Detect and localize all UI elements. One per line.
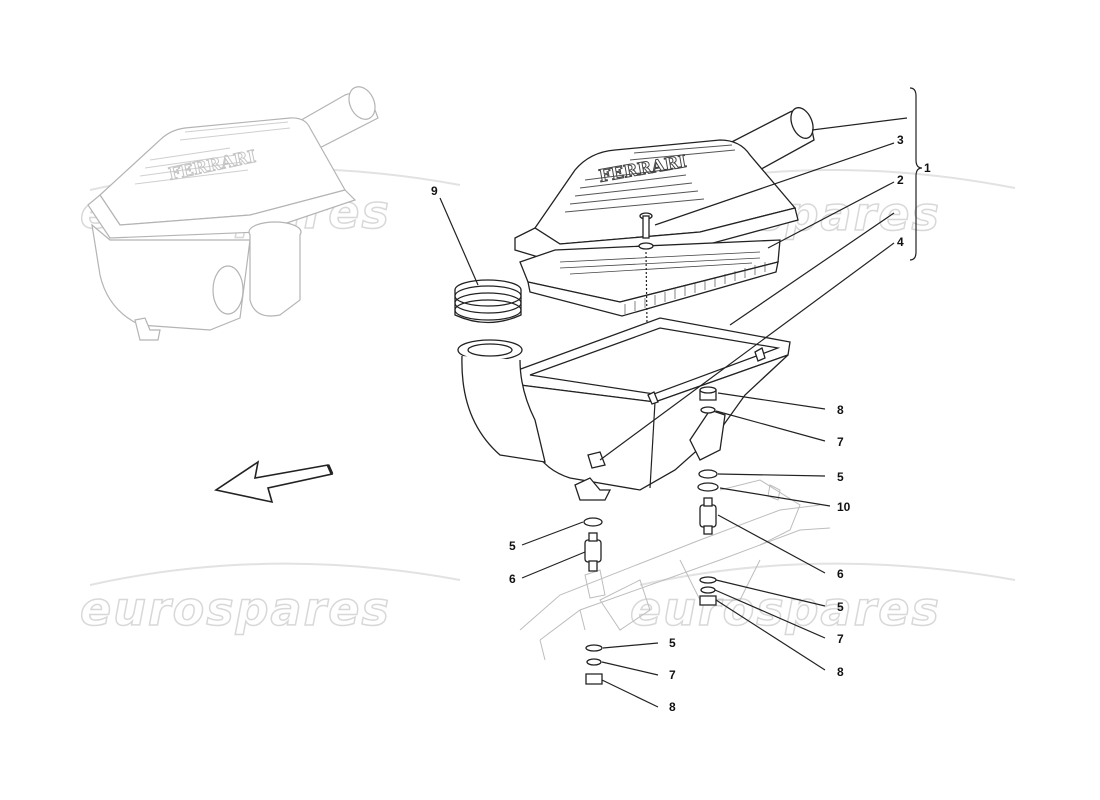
watermark-bottom-left: eurospares [79,562,461,637]
callout-7-lower: 7 [669,668,676,682]
callout-8-right: 8 [837,665,844,679]
air-filter-element [519,239,781,317]
callout-3: 3 [897,133,904,147]
callout-5-lower: 5 [669,636,676,650]
callout-8-upper: 8 [837,403,844,417]
callout-10: 10 [837,500,851,514]
airbox-lid: FERRARI [514,107,815,263]
airbox-housing [457,317,791,501]
front-direction-arrow [213,460,334,504]
callout-7-upper: 7 [837,435,844,449]
watermark-text: eurospares [80,582,391,636]
callout-6-right: 6 [837,567,844,581]
callout-9: 9 [431,184,438,198]
callout-1: 1 [924,161,931,175]
callout-labels: 1 2 3 4 9 8 7 5 10 6 5 7 8 5 6 5 7 8 [431,133,931,714]
chassis-frame [519,479,831,661]
callout-6-left: 6 [509,572,516,586]
leader-lines [439,117,908,708]
callout-4: 4 [897,235,904,249]
watermark-bottom-right: eurospares [629,562,1016,637]
watermark-text: eurospares [630,582,941,636]
assembled-airbox-ghost-view: FERRARI [87,86,379,341]
callout-5-right: 5 [837,600,844,614]
mount-hardware-left [583,517,603,685]
rubber-sleeve [454,279,522,324]
assembly-bracket [909,87,923,261]
callout-2: 2 [897,173,904,187]
callout-5-upper: 5 [837,470,844,484]
callout-8-lower: 8 [669,700,676,714]
callout-5-left: 5 [509,539,516,553]
callout-7-right: 7 [837,632,844,646]
